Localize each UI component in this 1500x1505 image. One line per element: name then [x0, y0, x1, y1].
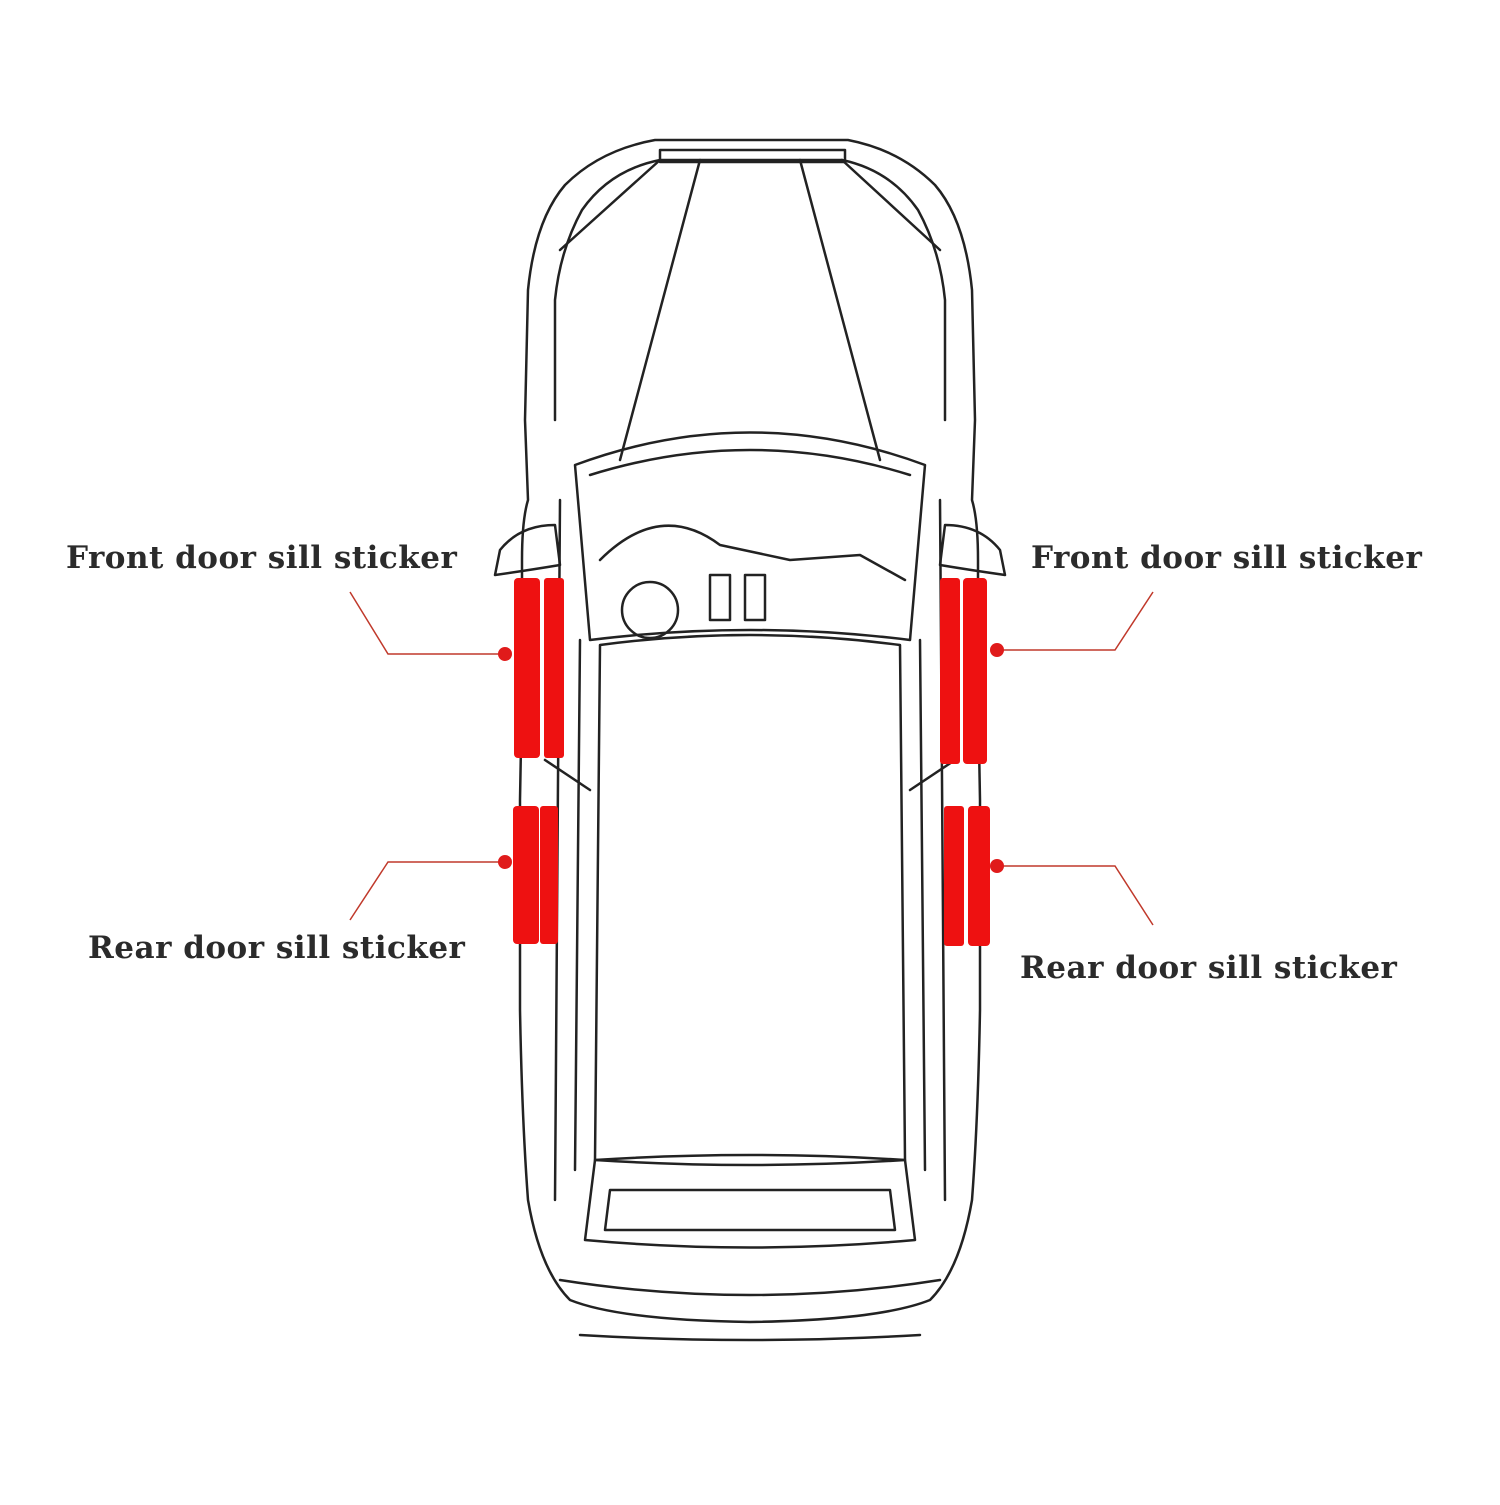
leader-line-front-right	[997, 591, 1154, 651]
label-rear-right-sticker: Rear door sill sticker	[1020, 950, 1398, 986]
front-left-sticker-strips	[514, 578, 564, 758]
callout-dot-front-right	[990, 643, 1004, 657]
sticker-strip	[514, 578, 540, 758]
label-front-right-sticker: Front door sill sticker	[1031, 540, 1423, 576]
leader-line-front-left	[349, 591, 505, 655]
sticker-strip	[968, 806, 990, 946]
rear-right-sticker-strips	[944, 806, 990, 946]
callout-dot-rear-left	[498, 855, 512, 869]
sticker-strip	[513, 806, 539, 944]
callout-dot-front-left	[498, 647, 512, 661]
front-right-sticker-strips	[940, 578, 987, 764]
label-rear-left-sticker: Rear door sill sticker	[88, 930, 466, 966]
rear-left-sticker-strips	[513, 806, 558, 944]
sticker-strip	[944, 806, 964, 946]
callout-dot-rear-right	[990, 859, 1004, 873]
sticker-strip	[963, 578, 987, 764]
sticker-strip	[940, 578, 960, 764]
label-front-left-sticker: Front door sill sticker	[66, 540, 458, 576]
sticker-strip	[544, 578, 564, 758]
leader-line-rear-right	[997, 865, 1154, 926]
sticker-strip	[540, 806, 558, 944]
car-body-outline	[493, 138, 1007, 1342]
leader-line-rear-left	[349, 861, 505, 921]
